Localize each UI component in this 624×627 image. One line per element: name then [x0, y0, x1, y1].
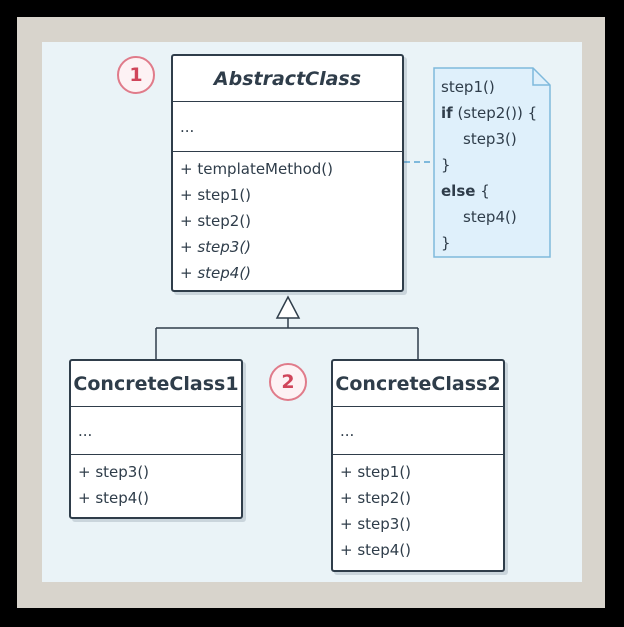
note-line-if: if (step2()) {	[441, 104, 538, 122]
note-line: (step2()) {	[457, 104, 538, 122]
method-template-method: + templateMethod()	[180, 160, 334, 178]
concrete-class-1-methods: + step3() + step4()	[71, 455, 241, 511]
template-method-note: step1() if (step2()) { step3() } else { …	[433, 67, 551, 258]
step-badge-1: 1	[117, 56, 155, 94]
note-line-else: else {	[441, 182, 490, 200]
method-step4: + step4()	[340, 541, 412, 559]
method-step3-abstract: + step3()	[180, 238, 252, 256]
step-badge-2: 2	[269, 363, 307, 401]
concrete-class-1-name: ConcreteClass1	[71, 361, 241, 407]
note-line: }	[441, 156, 451, 174]
abstract-class-fields: ...	[173, 102, 402, 152]
concrete-class-2-box: ConcreteClass2 ... + step1() + step2() +…	[331, 359, 505, 572]
method-step1: + step1()	[180, 186, 252, 204]
concrete-class-1-fields: ...	[71, 407, 241, 455]
abstract-class-name: AbstractClass	[173, 56, 402, 102]
note-line: step4()	[463, 208, 517, 226]
method-step1: + step1()	[340, 463, 412, 481]
concrete-class-2-name: ConcreteClass2	[333, 361, 503, 407]
method-step2: + step2()	[180, 212, 252, 230]
concrete-class-2-methods: + step1() + step2() + step3() + step4()	[333, 455, 503, 563]
abstract-class-box: AbstractClass ... + templateMethod() + s…	[171, 54, 404, 292]
note-shape	[433, 67, 551, 258]
method-step4: + step4()	[78, 489, 150, 507]
note-line: step3()	[463, 130, 517, 148]
method-step2: + step2()	[340, 489, 412, 507]
concrete-class-2-fields: ...	[333, 407, 503, 455]
note-line: step1()	[441, 78, 495, 96]
note-line: }	[441, 234, 451, 252]
inheritance-arrowhead	[275, 295, 301, 319]
note-line: {	[480, 182, 490, 200]
concrete-class-1-box: ConcreteClass1 ... + step3() + step4()	[69, 359, 243, 519]
method-step4-abstract: + step4()	[180, 264, 252, 282]
abstract-class-methods: + templateMethod() + step1() + step2() +…	[173, 152, 402, 286]
method-step3: + step3()	[340, 515, 412, 533]
method-step3: + step3()	[78, 463, 150, 481]
